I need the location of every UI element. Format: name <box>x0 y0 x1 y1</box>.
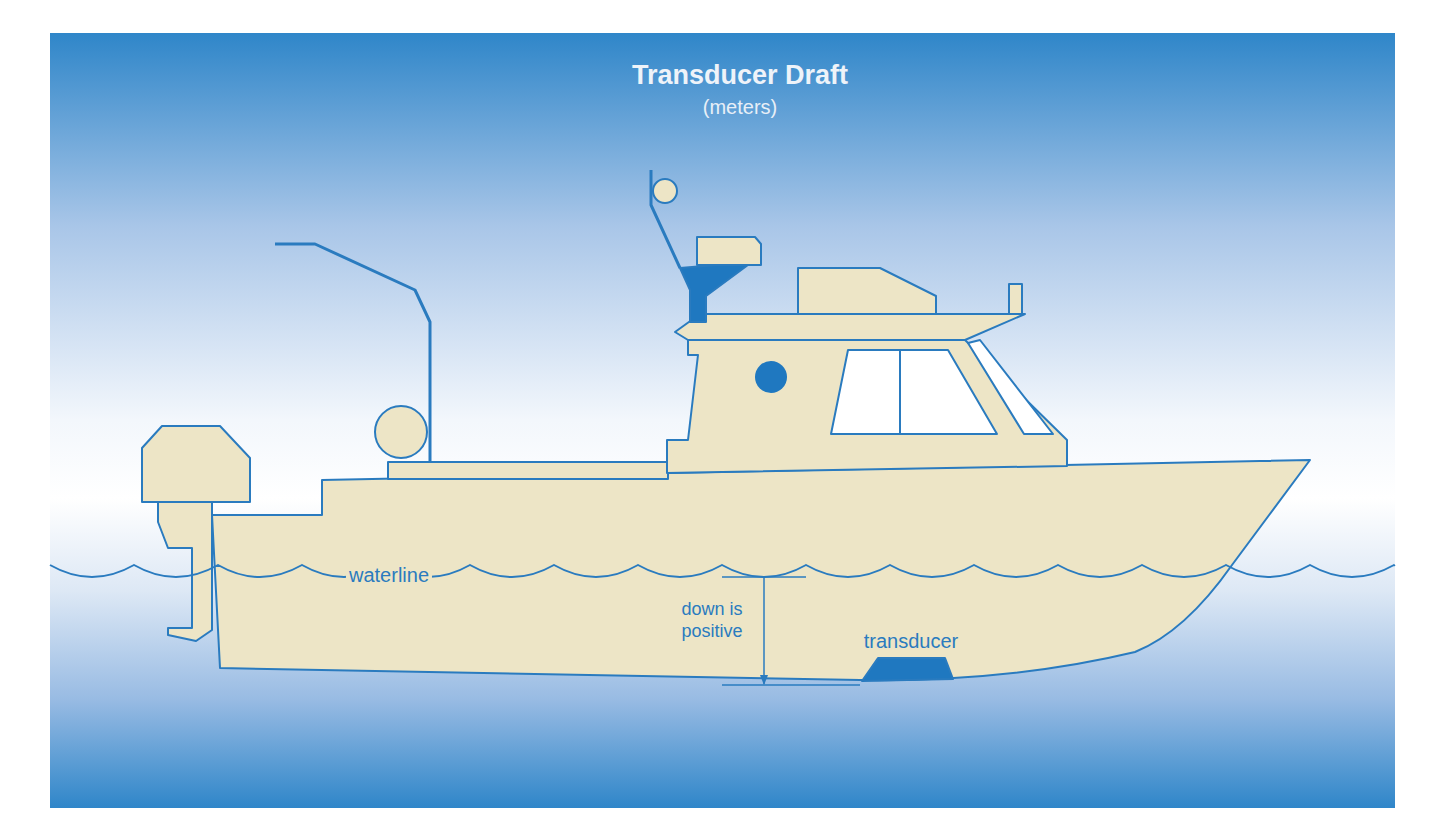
transducer-shape <box>862 658 953 681</box>
title: Transducer Draft <box>632 59 848 91</box>
roof-fin <box>1009 284 1022 314</box>
antenna-ball <box>653 179 677 203</box>
porthole <box>755 361 787 393</box>
window-frame <box>899 350 901 434</box>
dimension-arrow <box>763 577 765 684</box>
motor-shaft <box>158 500 212 641</box>
part-name: transducer <box>861 629 962 653</box>
buoy <box>375 406 427 458</box>
coaming <box>388 462 668 479</box>
antenna <box>651 170 680 268</box>
stern-pole <box>275 244 430 462</box>
flybridge-box <box>798 268 936 314</box>
side-window <box>968 340 1053 434</box>
cabin-roof <box>675 314 1025 340</box>
motor-head <box>142 426 250 502</box>
mast <box>680 262 752 322</box>
waterline-waves <box>50 565 1395 577</box>
unit-note: (meters) <box>700 95 780 119</box>
dimension-line <box>722 684 860 686</box>
direction-note: down is positive <box>673 599 751 642</box>
waterline-label: waterline <box>346 563 432 587</box>
background <box>50 33 1395 808</box>
radar <box>697 237 761 265</box>
hull <box>212 460 1310 680</box>
window <box>831 350 997 434</box>
cabin <box>667 340 1067 473</box>
